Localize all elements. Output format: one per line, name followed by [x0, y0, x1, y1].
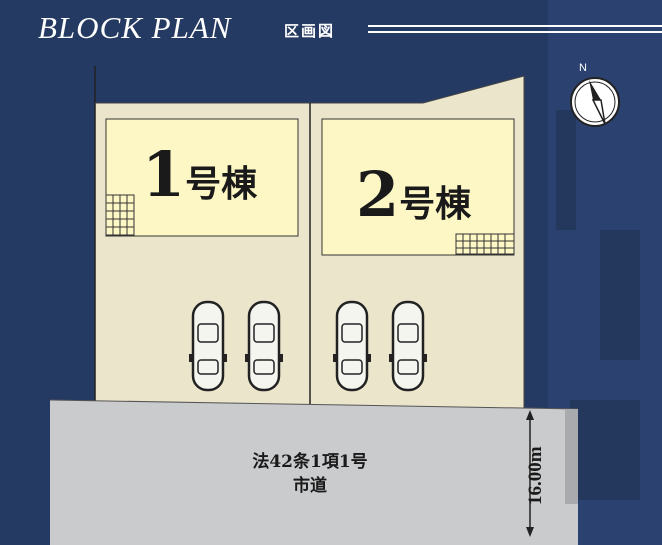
road-strip	[565, 409, 578, 504]
building-1-number: 1	[142, 138, 186, 211]
car-2	[245, 300, 283, 392]
road-width-dimension	[526, 410, 534, 537]
building-2-suffix: 号棟	[399, 183, 472, 225]
building-1-suffix: 号棟	[185, 163, 258, 205]
road-edge	[49, 399, 579, 410]
road-type: 市道	[293, 476, 327, 496]
building-2-label: 2号棟	[356, 158, 471, 231]
building-2-number: 2	[356, 158, 400, 231]
road-label: 法42条1項1号 市道	[215, 450, 405, 498]
balcony-2	[455, 233, 515, 255]
balcony-1	[105, 194, 135, 236]
building-1-label: 1号棟	[142, 138, 257, 211]
car-4	[389, 300, 427, 392]
compass-north-label: N	[579, 62, 587, 74]
building-2	[321, 118, 515, 256]
page-subtitle: 区画図	[284, 22, 336, 40]
road-area	[50, 400, 578, 545]
compass-icon	[570, 77, 620, 127]
road-width-label: 16.00m	[525, 446, 546, 505]
car-3	[333, 300, 371, 392]
car-1	[189, 300, 227, 392]
lot-top-boundary	[95, 75, 525, 410]
page-title: BLOCK PLAN	[38, 10, 232, 45]
road-legal-class: 法42条1項1号	[252, 452, 368, 472]
header-rule	[368, 25, 662, 33]
building-1	[105, 118, 299, 237]
